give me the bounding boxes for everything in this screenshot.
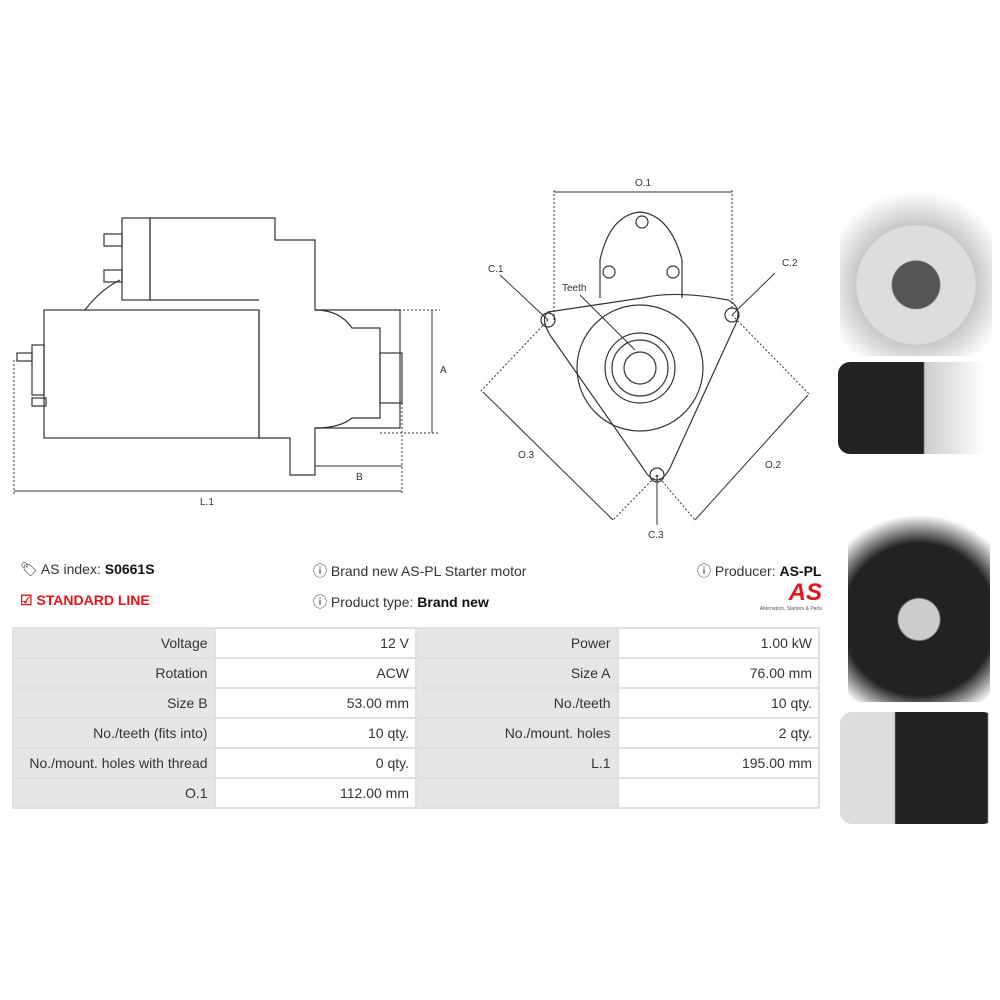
- product-type: ⓘ Product type: Brand new: [313, 594, 489, 610]
- standard-line-badge: ☑ STANDARD LINE: [20, 592, 150, 608]
- product-photo-rear: [848, 466, 990, 702]
- side-view-diagram: L.1 A B: [13, 217, 447, 508]
- dim-c2: C.2: [782, 258, 798, 269]
- dim-o2: O.2: [765, 460, 782, 471]
- spec-value: 2 qty.: [616, 717, 821, 749]
- spec-label: Voltage: [12, 627, 216, 659]
- spec-value: 12 V: [213, 627, 417, 659]
- spec-value: [616, 777, 821, 809]
- dim-o3: O.3: [518, 450, 535, 461]
- product-photo-side: [838, 362, 993, 454]
- info-icon: ⓘ: [313, 594, 327, 610]
- teeth-label: Teeth: [562, 283, 586, 294]
- spec-label: O.1: [12, 777, 216, 809]
- product-photo-angle: [840, 712, 995, 824]
- front-view-diagram: O.1 O.2 O.3 C.1 C.2 C.3 Teeth: [479, 178, 811, 541]
- as-index: 🏷︎ AS index: S0661S: [20, 561, 155, 577]
- spec-label: L.1: [414, 747, 619, 779]
- spec-value: 53.00 mm: [213, 687, 417, 719]
- spec-value: 195.00 mm: [616, 747, 821, 779]
- spec-label: [414, 777, 619, 809]
- spec-value: 1.00 kW: [616, 627, 821, 659]
- spec-value: 76.00 mm: [616, 657, 821, 689]
- table-row: No./teeth (fits into)10 qty.No./mount. h…: [12, 717, 821, 749]
- dim-c1: C.1: [488, 264, 504, 275]
- spec-label: No./teeth (fits into): [12, 717, 216, 749]
- spec-label: No./mount. holes with thread: [12, 747, 216, 779]
- dim-l1: L.1: [200, 497, 214, 508]
- dim-c3: C.3: [648, 530, 664, 541]
- spec-value: 0 qty.: [213, 747, 417, 779]
- spec-label: No./teeth: [414, 687, 619, 719]
- tags-icon: 🏷︎: [20, 561, 38, 577]
- spec-label: No./mount. holes: [414, 717, 619, 749]
- spec-label: Rotation: [12, 657, 216, 689]
- description: ⓘ Brand new AS-PL Starter motor: [313, 563, 527, 579]
- spec-label: Size A: [414, 657, 619, 689]
- product-photo-front: [840, 178, 992, 356]
- spec-value: 10 qty.: [616, 687, 821, 719]
- info-icon: ⓘ: [697, 563, 711, 579]
- spec-value: ACW: [213, 657, 417, 689]
- as-logo: AS Alternators, Starters & Parts: [759, 579, 822, 613]
- spec-label: Size B: [12, 687, 216, 719]
- spec-value: 112.00 mm: [213, 777, 417, 809]
- dim-a: A: [440, 365, 447, 376]
- dim-b: B: [356, 472, 363, 483]
- dim-o1: O.1: [635, 178, 652, 189]
- spec-label: Power: [414, 627, 619, 659]
- info-icon: ⓘ: [313, 563, 327, 579]
- producer: ⓘ Producer: AS-PL: [697, 563, 822, 579]
- spec-value: 10 qty.: [213, 717, 417, 749]
- checkbox-icon: ☑: [20, 592, 33, 608]
